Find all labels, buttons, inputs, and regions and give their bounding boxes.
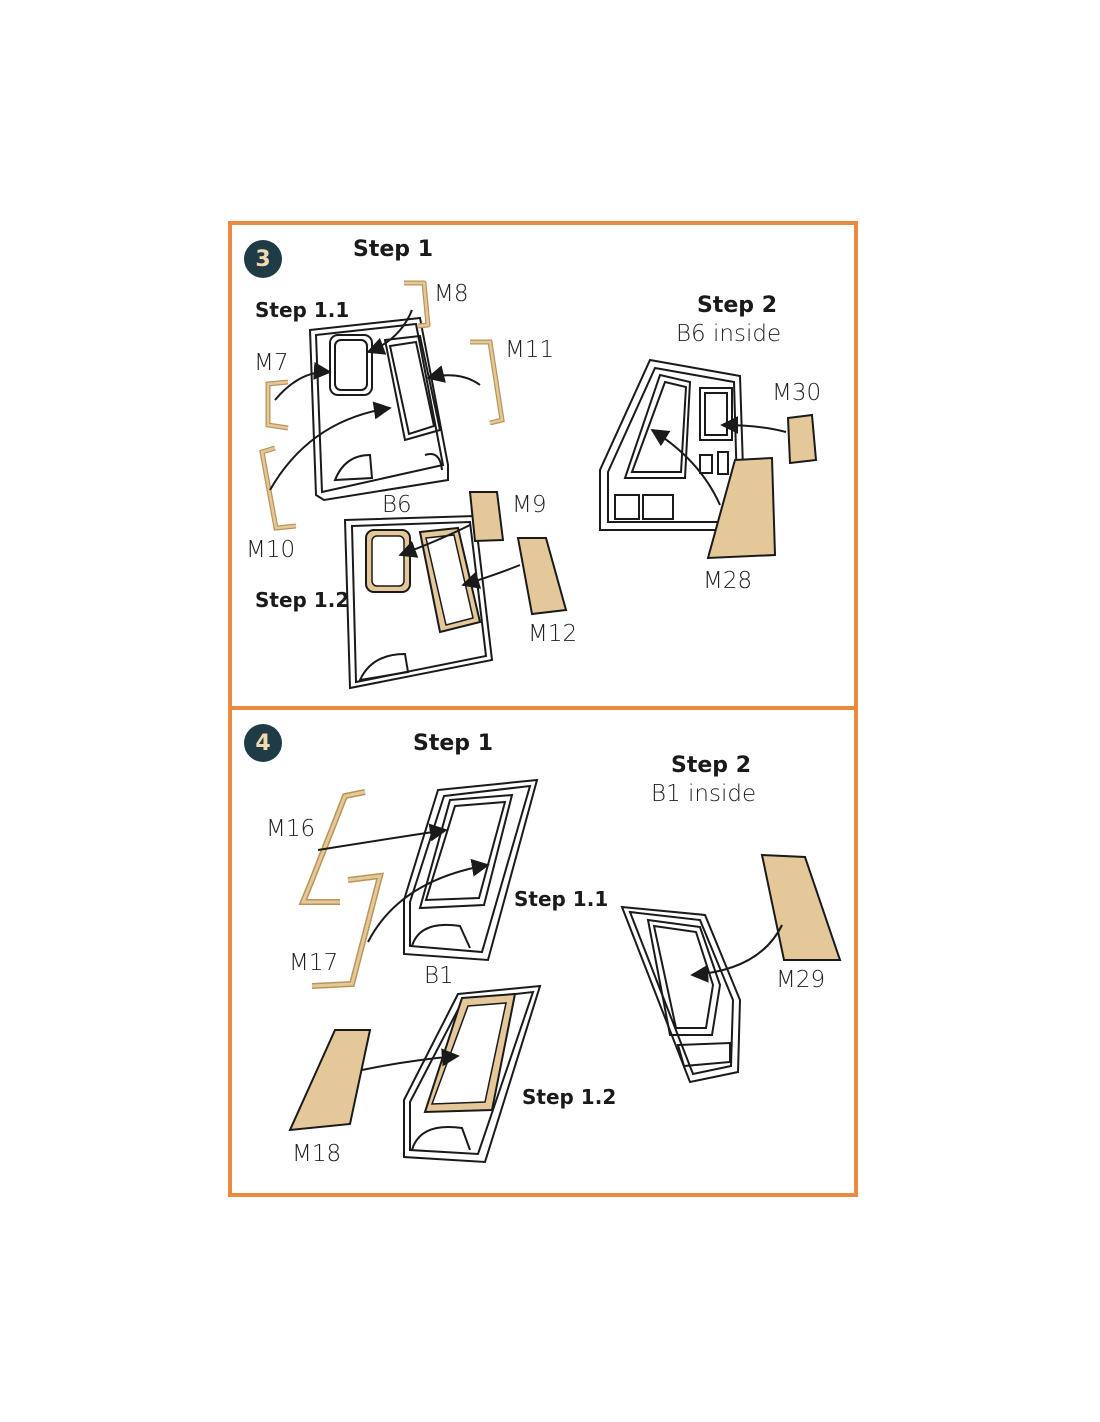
label-m9: M9 [512,492,547,518]
step1-2-label: Step 1.2 [522,1085,617,1109]
arrows-step1-1-p3 [269,309,481,491]
label-m8: M8 [434,281,469,307]
label-m29: M29 [776,967,826,993]
step1-2-label: Step 1.2 [255,588,350,612]
mask-m29 [760,853,842,961]
label-m12: M12 [528,621,578,647]
label-m7: M7 [254,350,289,376]
label-m10: M10 [246,537,296,563]
label-m28: M28 [703,568,753,594]
step2-title: Step 2 [671,753,751,778]
panel-step-4 [228,706,858,1197]
step-number-badge: 4 [244,724,282,762]
label-b6: B6 [382,492,412,518]
step1-title: Step 1 [413,731,493,756]
label-m17: M17 [289,950,339,976]
step1-1-label: Step 1.1 [255,298,350,322]
label-m16: M16 [266,816,316,842]
label-b1: B1 [424,963,454,989]
mask-m30 [786,413,818,465]
door-b1-inside [620,905,742,1084]
label-m30: M30 [772,380,822,406]
mask-m12 [516,537,568,616]
step2-subtitle: B6 inside [676,321,782,347]
mask-m18 [288,1029,372,1132]
step2-title: Step 2 [697,293,777,318]
label-m11: M11 [505,337,555,363]
mask-m28 [706,456,777,560]
mask-m9 [468,491,505,543]
label-m18: M18 [292,1141,342,1167]
step-number-badge: 3 [244,240,282,278]
step1-1-label: Step 1.1 [514,887,609,911]
step1-title: Step 1 [353,237,433,262]
step2-subtitle: B1 inside [651,781,757,807]
